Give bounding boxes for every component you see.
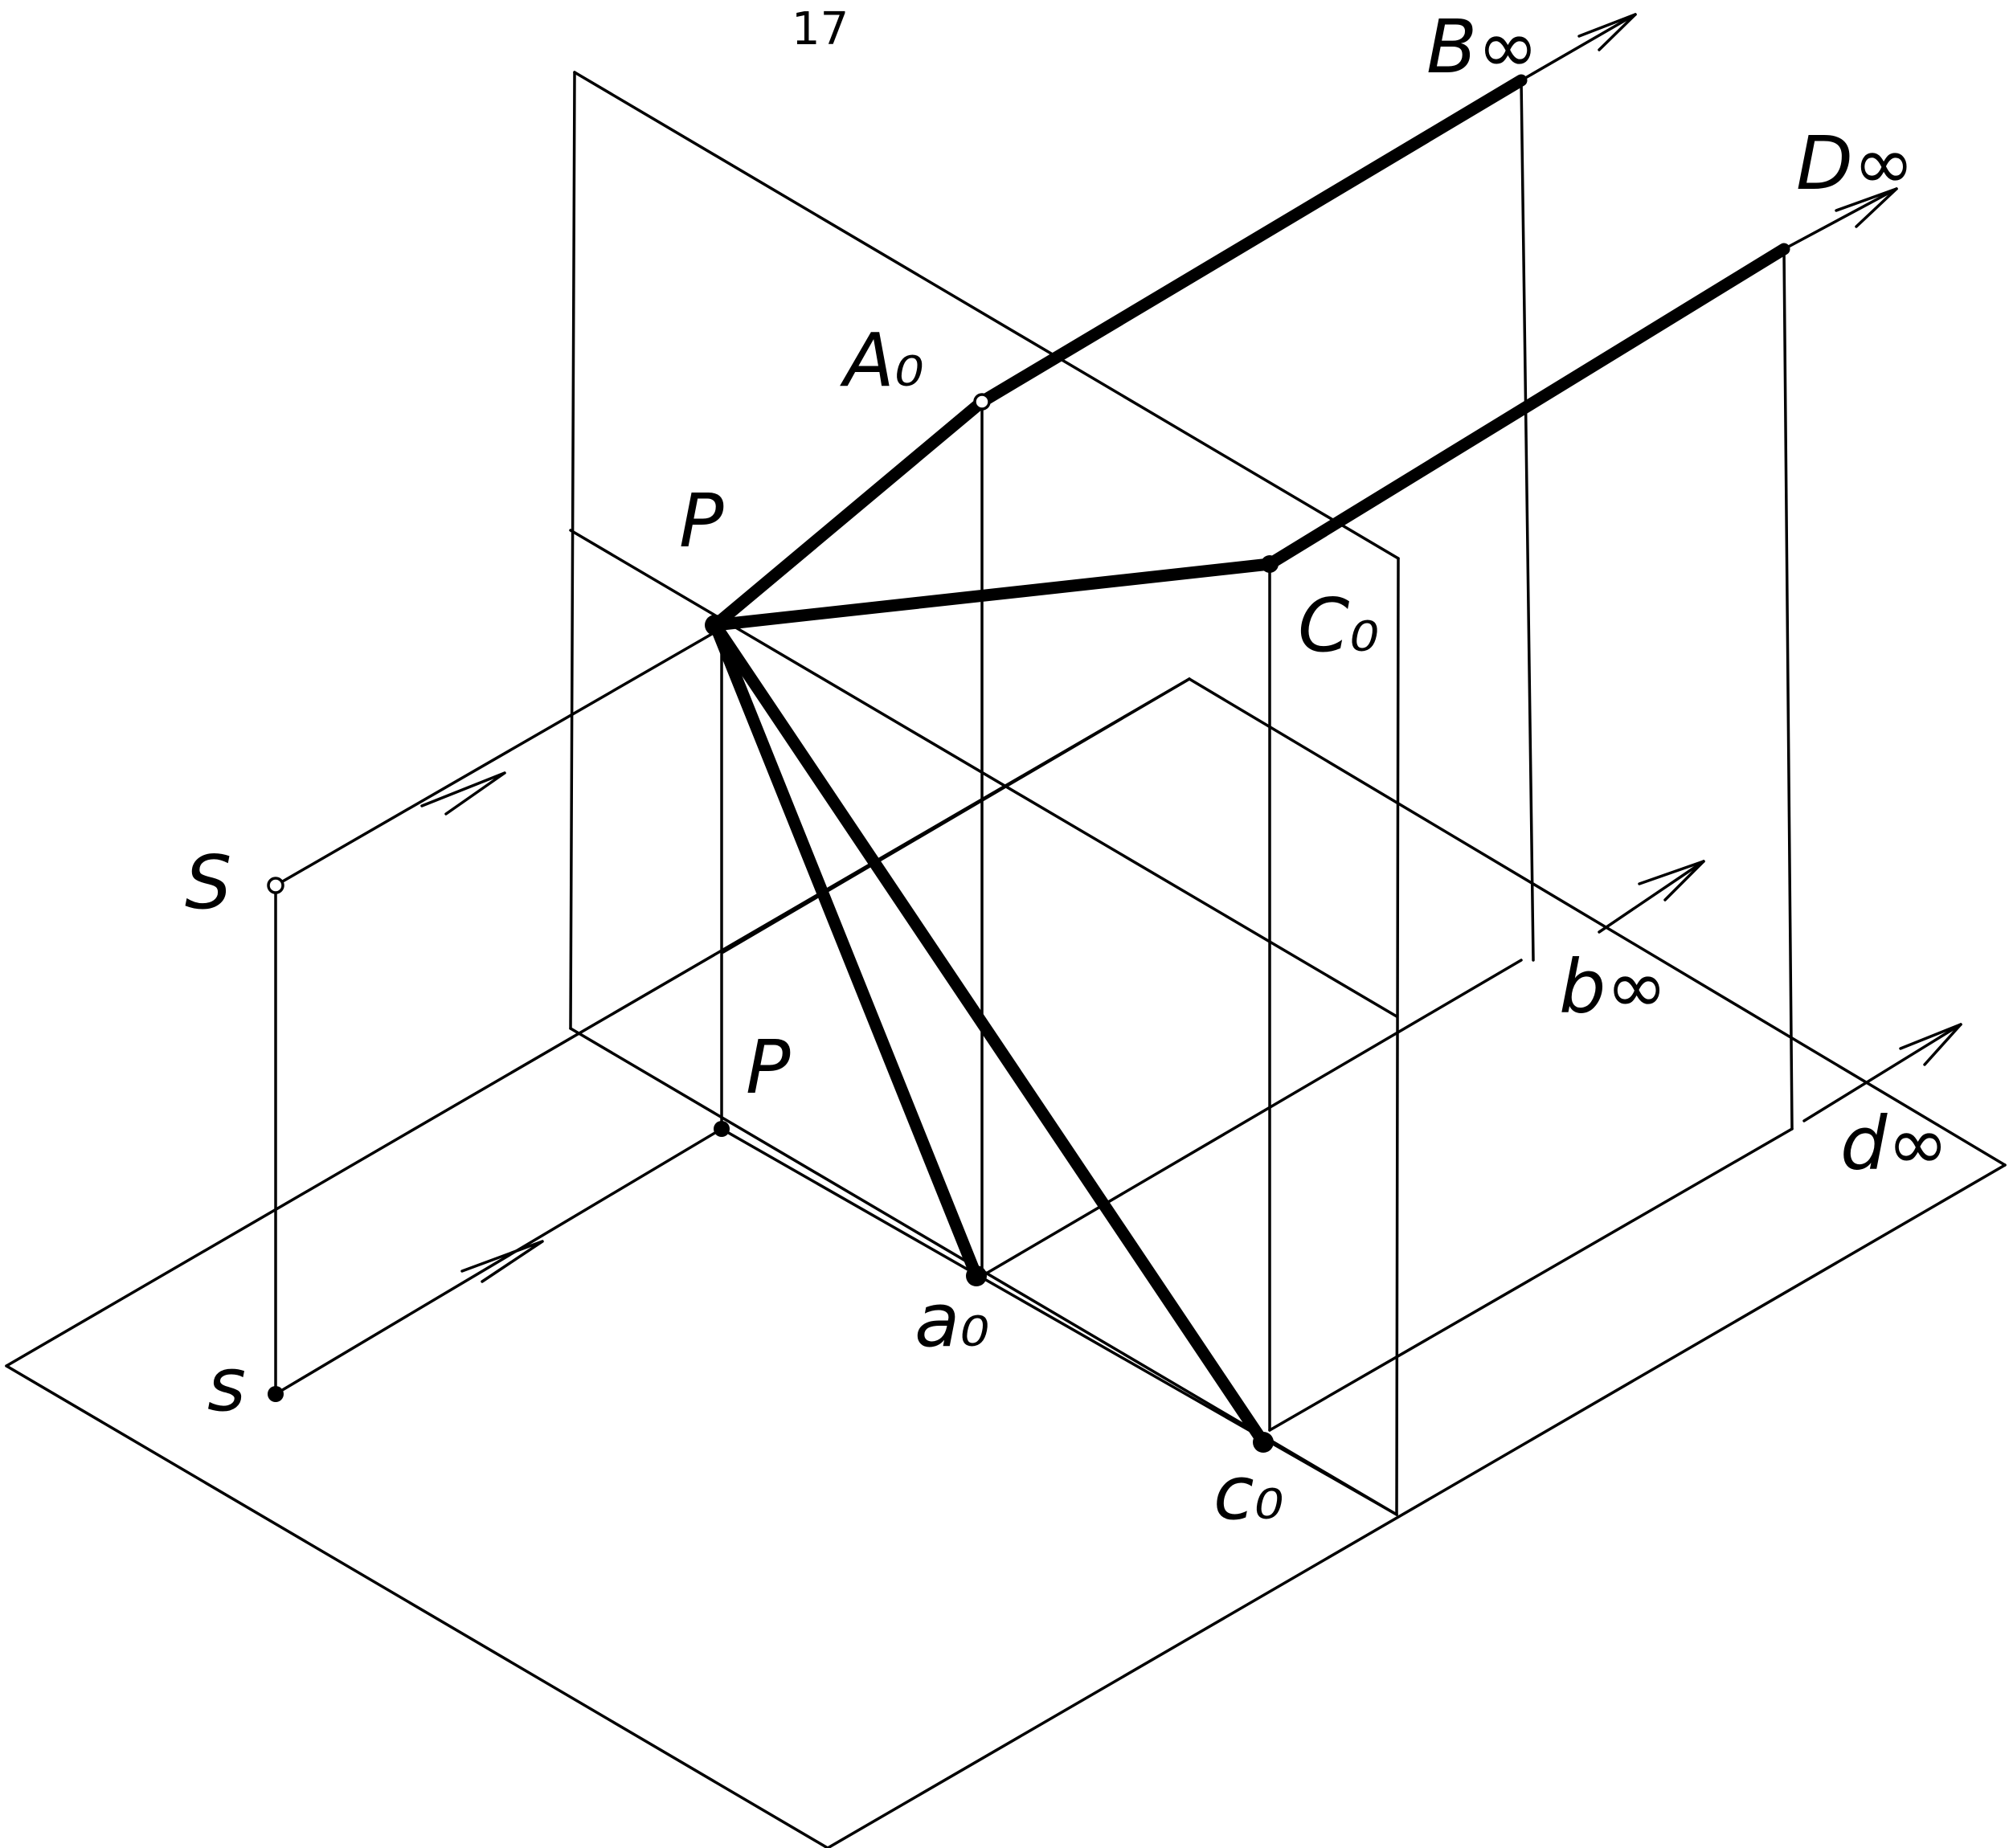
point-a0-upper <box>973 393 991 411</box>
point-c0-lower <box>1253 1432 1274 1453</box>
point-c0-upper <box>1261 555 1279 573</box>
point-p-lower <box>714 1121 730 1137</box>
point-p-upper <box>705 615 726 636</box>
page-number: 17 <box>792 3 849 55</box>
shadow-lines <box>709 74 1790 1449</box>
label-S: S <box>185 840 231 926</box>
point-s-lower <box>268 1386 284 1402</box>
label-A0: A₀ <box>840 317 924 403</box>
point-s-upper <box>267 877 284 894</box>
label-C0: C₀ <box>1298 583 1379 668</box>
label-P-lower: P <box>746 1024 791 1110</box>
label-B-inf: B∞ <box>1426 4 1539 90</box>
section-plane <box>569 529 1398 1018</box>
labels: B∞ D∞ A₀ P C₀ S b∞ P d∞ a₀ s c₀ <box>185 4 1949 1536</box>
label-D-inf: D∞ <box>1796 121 1914 206</box>
direction-arrows <box>420 13 1962 1283</box>
point-a0-lower <box>966 1265 987 1286</box>
label-s: s <box>207 1342 246 1428</box>
label-P-upper: P <box>679 478 724 564</box>
label-d-inf: d∞ <box>1840 1101 1949 1187</box>
projection-lines <box>274 79 1794 1432</box>
label-c0: c₀ <box>1213 1450 1283 1536</box>
label-b-inf: b∞ <box>1559 944 1667 1030</box>
label-a0: a₀ <box>914 1278 989 1364</box>
points <box>267 393 1279 1453</box>
rays <box>274 627 1794 1516</box>
